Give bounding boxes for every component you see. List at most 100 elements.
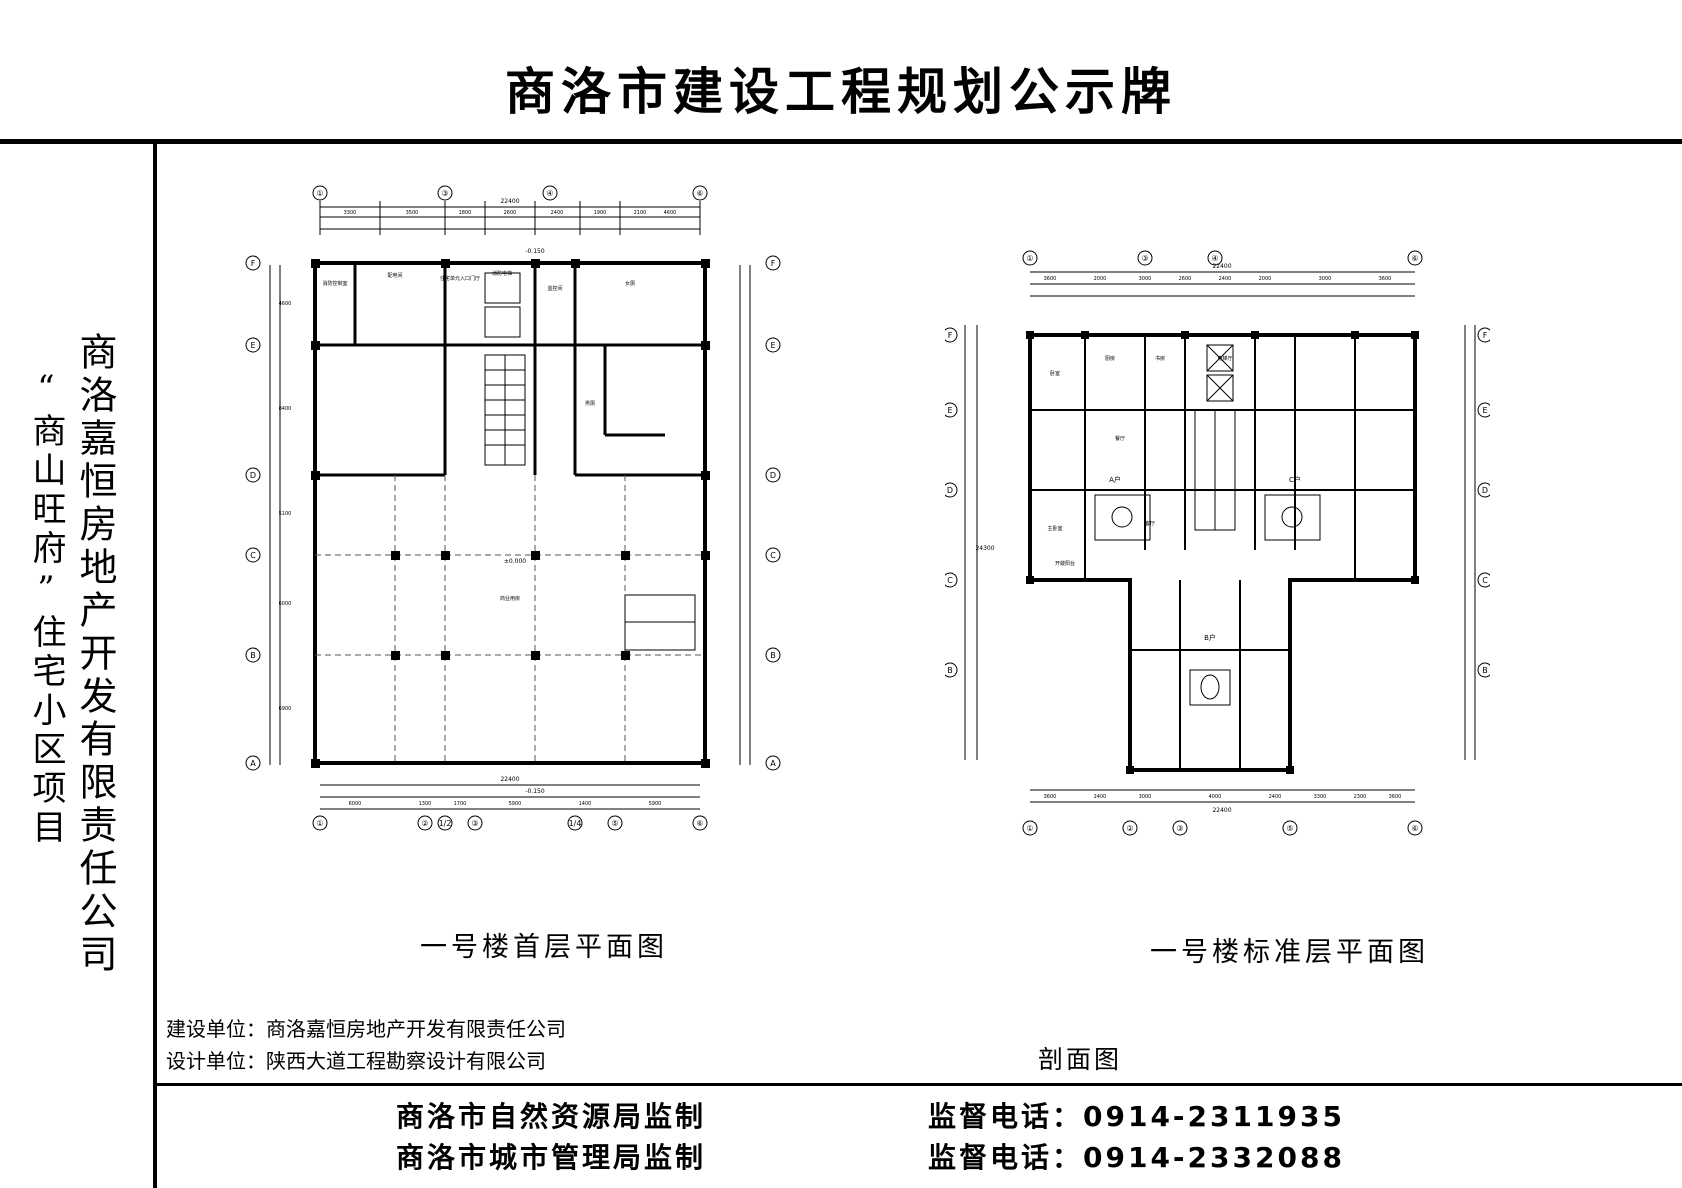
dim-left-label: 4600	[279, 301, 292, 307]
supervisor-1: 商洛市自然资源局监制	[396, 1100, 707, 1133]
grid-top-label: ③	[441, 189, 448, 198]
grid-top-label: ⑥	[696, 189, 703, 198]
developer-name: 商洛嘉恒房地产开发有限责任公司	[73, 332, 117, 977]
footer-divider	[153, 1083, 1682, 1086]
grid-bottom-label: ①	[1026, 824, 1033, 833]
grid-top-label-circle	[312, 185, 328, 201]
room-label: 电梯厅	[1217, 355, 1232, 362]
grid-left-label: D	[947, 486, 953, 495]
grid-left-label-circle	[245, 467, 261, 483]
grid-bottom-label: ②	[421, 819, 428, 828]
overall-width-label: 22400	[1212, 263, 1231, 270]
grid-left-label-circle	[245, 755, 261, 771]
grid-left-label-circle	[245, 337, 261, 353]
grid-bottom-label-circle	[312, 815, 328, 831]
room-label: 卧室	[1050, 370, 1060, 377]
room-label: 主卧室	[1047, 525, 1062, 532]
grid-right-label-circle	[1477, 402, 1490, 418]
grid-top-label: ③	[1141, 254, 1148, 263]
grid-right-label: F	[771, 259, 776, 268]
grid-bottom-label: ⑥	[1411, 824, 1418, 833]
grid-left-label: E	[947, 406, 952, 415]
grid-bottom-label: ③	[471, 819, 478, 828]
grid-left-label-circle	[945, 327, 958, 343]
grid-right-label-circle	[765, 467, 781, 483]
grid-bottom-label-circle	[437, 815, 453, 831]
grid-right-label-circle	[765, 547, 781, 563]
grid-right-label-circle	[765, 647, 781, 663]
grid-right-label-circle	[765, 255, 781, 271]
grid-left-label: D	[250, 471, 256, 480]
grid-right-label: C	[1482, 576, 1488, 585]
dim-top-label: 2000	[1094, 276, 1107, 282]
dim-top-label: 3300	[344, 210, 357, 216]
grid-left-label-circle	[945, 662, 958, 678]
grid-top-label-circle	[692, 185, 708, 201]
dim-bottom-label: 1400	[579, 801, 592, 807]
dim-top-label: 2100	[634, 210, 647, 216]
grid-left-label: A	[250, 759, 256, 768]
grid-right-label: A	[770, 759, 776, 768]
dim-top-label: 3000	[1319, 276, 1332, 282]
grid-bottom-label: 1/2	[439, 819, 452, 828]
designer-info: 设计单位：陕西大道工程勘察设计有限公司	[166, 1049, 546, 1073]
dim-bottom-label: 2400	[1094, 794, 1107, 800]
grid-top-label-circle	[437, 185, 453, 201]
grid-bottom-label-circle	[567, 815, 583, 831]
dim-bottom-label: 4000	[1209, 794, 1222, 800]
standard-floor-caption: 一号楼标准层平面图	[1150, 937, 1429, 968]
grid-bottom-label-circle	[467, 815, 483, 831]
grid-bottom-label-circle	[1282, 820, 1298, 836]
grid-right-label-circle	[1477, 662, 1490, 678]
grid-bottom-label-circle	[1022, 820, 1038, 836]
dim-bottom-label: 5900	[649, 801, 662, 807]
dim-top-label: 1900	[594, 210, 607, 216]
overall-height-label: 24300	[975, 545, 994, 552]
dim-bottom-label: 2300	[1354, 794, 1367, 800]
grid-top-label-circle	[542, 185, 558, 201]
grid-top-label: ⑥	[1411, 254, 1418, 263]
grid-bottom-label-circle	[1172, 820, 1188, 836]
grid-top-label-circle	[1407, 250, 1423, 266]
grid-top-label: ①	[316, 189, 323, 198]
grid-left-label: E	[250, 341, 255, 350]
room-label: 消防电梯	[492, 270, 512, 277]
dim-bottom-label: 5900	[509, 801, 522, 807]
dim-left-label: 5100	[279, 511, 292, 517]
grid-bottom-label-circle	[692, 815, 708, 831]
dim-bottom-label: 3600	[1389, 794, 1402, 800]
grid-left-label-circle	[945, 482, 958, 498]
level-top-label: -0.150	[525, 248, 545, 255]
dim-top-label: 2400	[1219, 276, 1232, 282]
title-divider	[0, 139, 1682, 144]
grid-right-label: B	[770, 651, 776, 660]
builder-info: 建设单位：商洛嘉恒房地产开发有限责任公司	[166, 1017, 566, 1041]
unit-info: 建设单位：商洛嘉恒房地产开发有限责任公司 设计单位：陕西大道工程勘察设计有限公司	[166, 1013, 566, 1077]
dim-top-label: 3600	[1044, 276, 1057, 282]
dim-bottom-label: 1300	[419, 801, 432, 807]
grid-top-label: ①	[1026, 254, 1033, 263]
grid-left-label: F	[251, 259, 256, 268]
grid-right-label: D	[770, 471, 776, 480]
grid-left-label-circle	[245, 255, 261, 271]
dim-top-label: 2000	[1259, 276, 1272, 282]
grid-right-label: D	[1482, 486, 1488, 495]
grid-left-label-circle	[245, 647, 261, 663]
grid-left-label: B	[250, 651, 256, 660]
grid-left-label-circle	[245, 547, 261, 563]
room-label: 厨房	[1105, 355, 1115, 362]
overall-width-bottom-label: 22400	[1212, 807, 1231, 814]
grid-left-label: F	[948, 331, 953, 340]
grid-bottom-label: ⑤	[1286, 824, 1293, 833]
dim-top-label: 3500	[406, 210, 419, 216]
dim-bottom-label: 2400	[1269, 794, 1282, 800]
grid-top-label-circle	[1022, 250, 1038, 266]
grid-bottom-label: ⑥	[696, 819, 703, 828]
dim-left-label: 8400	[279, 406, 292, 412]
dim-bottom-label: 3600	[1044, 794, 1057, 800]
side-divider	[153, 139, 157, 1188]
grid-bottom-label: ①	[316, 819, 323, 828]
overall-width-label: 22400	[500, 198, 519, 205]
